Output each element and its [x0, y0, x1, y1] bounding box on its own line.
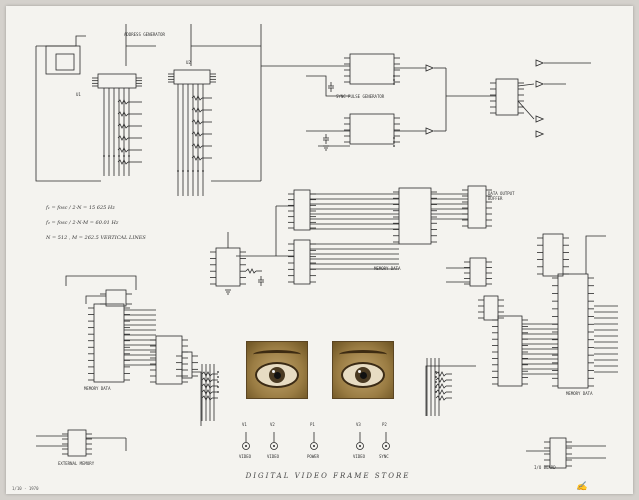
memory-mux-right-2 [483, 295, 499, 321]
sync-chip-2 [349, 113, 395, 145]
connector-label: P2 [382, 422, 387, 427]
label-memory-data-left: MEMORY DATA [84, 386, 111, 391]
buffer-gate [425, 127, 435, 135]
label-address-generator: ADDRESS GENERATOR [124, 32, 165, 37]
connector-type: VIDEO [353, 454, 366, 459]
memory-mux-left [155, 335, 183, 385]
connector-type: VIDEO [239, 454, 252, 459]
label-io-board: I/O BOARD [534, 465, 556, 470]
label-u1: U1 [76, 92, 81, 97]
drawing-title: DIGITAL VIDEO FRAME STORE [245, 472, 411, 480]
memory-chip-a [293, 189, 311, 231]
connector-jack [270, 442, 278, 450]
counter-chip-1 [97, 73, 137, 89]
buffer-gate [535, 115, 545, 123]
memory-chip-c [398, 187, 432, 245]
memory-array-left-top [105, 289, 127, 307]
memory-mux-left-2 [181, 351, 193, 379]
memory-array-right-top [542, 233, 564, 277]
schematic-drawing: U1 U2 f₁ = fosc / 2·N = 15 625 Hz f₂ = fosc… [35, 24, 618, 469]
memory-array-right [557, 273, 589, 389]
label-u2: U2 [186, 60, 191, 65]
formula-line: f₁ = fosc / 2·N = 15 625 Hz [45, 205, 115, 211]
connector-jack [356, 442, 364, 450]
edition-note: 1/10 · 1970 [12, 486, 39, 491]
connector-jack [382, 442, 390, 450]
external-memory-chip [67, 429, 87, 457]
label-output-buffer: DATA OUTPUT BUFFER [488, 191, 515, 201]
formula-line: N = 512 , M = 262.5 VERTICAL LINES [45, 235, 146, 241]
paper-sheet: U1 U2 f₁ = fosc / 2·N = 15 625 Hz f₂ = fosc… [6, 6, 633, 494]
eye-photo-right [332, 341, 394, 399]
connector-jack [242, 442, 250, 450]
connector-label: V1 [242, 422, 247, 427]
label-memory-data-right: MEMORY DATA [566, 391, 593, 396]
buffer-gate [535, 130, 545, 138]
connector-label: P1 [310, 422, 315, 427]
sub-block-inner [55, 53, 75, 71]
output-buffer-chip [467, 185, 487, 229]
memory-chip-b [293, 239, 311, 285]
sync-chip-1 [349, 53, 395, 85]
connector-type: SYNC [379, 454, 389, 459]
label-external-memory: EXTERNAL MEMORY [58, 461, 95, 466]
eye-photo-left [246, 341, 308, 399]
connector-type: POWER [307, 454, 320, 459]
counter-chip-2 [173, 69, 211, 85]
clock-chip [215, 247, 241, 287]
connector-type: VIDEO [267, 454, 280, 459]
connector-label: V3 [356, 422, 361, 427]
memory-array-left [93, 303, 125, 383]
sync-chip-3 [495, 78, 519, 116]
buffer-gate [425, 64, 435, 72]
label-memory-data-center: MEMORY DATA [374, 266, 401, 271]
connector-jack [310, 442, 318, 450]
connector-label: V2 [270, 422, 275, 427]
buffer-gate [535, 59, 545, 67]
io-board-chip [549, 437, 567, 469]
formula-line: f₂ = fosc / 2·N·M = 60.01 Hz [45, 220, 119, 226]
sub-block [45, 45, 81, 75]
memory-mux-right [497, 315, 523, 387]
buffer-gate [535, 80, 545, 88]
latch-chip [469, 257, 487, 287]
artist-signature: ✍ [576, 482, 588, 492]
label-sync-generator: SYNC PULSE GENERATOR [336, 94, 385, 99]
